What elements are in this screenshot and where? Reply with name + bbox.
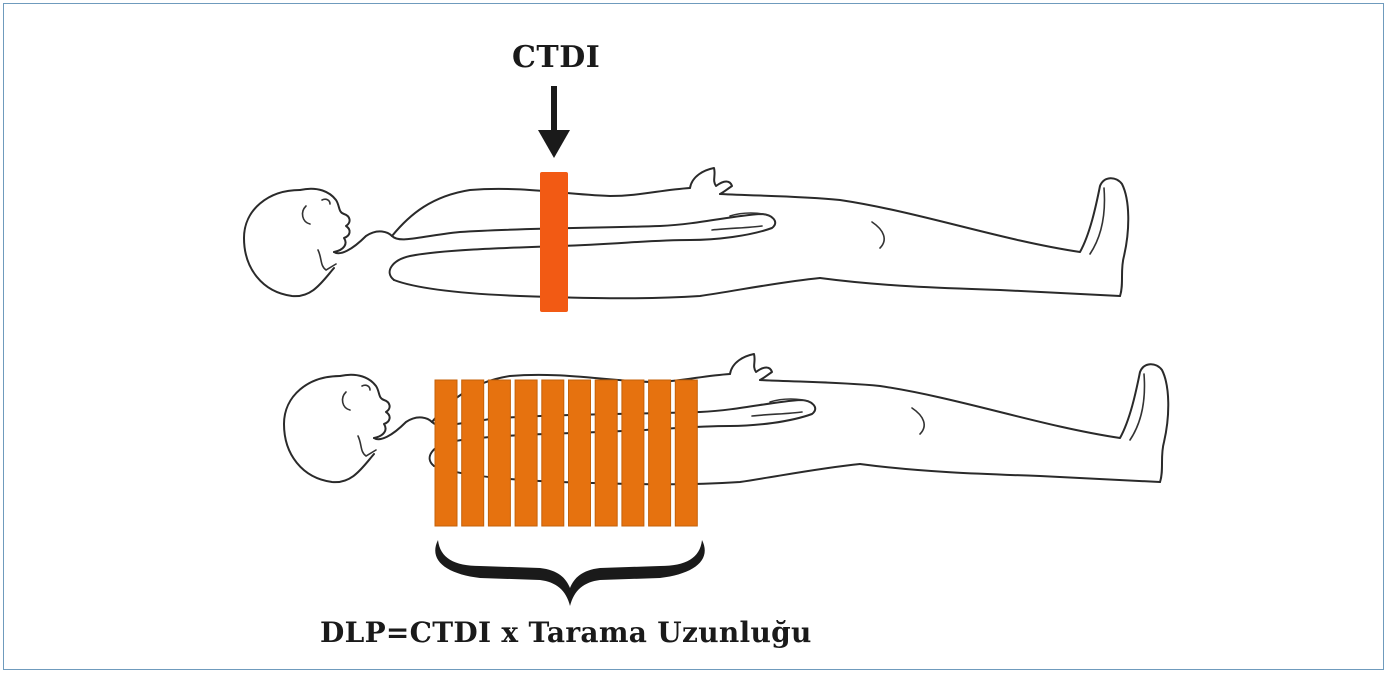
scan-slice bbox=[515, 380, 537, 526]
scan-slices bbox=[435, 380, 697, 526]
scan-slice bbox=[595, 380, 617, 526]
scan-slice bbox=[542, 380, 564, 526]
scan-slice bbox=[675, 380, 697, 526]
scan-length-brace bbox=[435, 540, 705, 606]
scan-slice bbox=[649, 380, 671, 526]
scan-slice bbox=[488, 380, 510, 526]
scan-slice bbox=[462, 380, 484, 526]
scan-slice bbox=[622, 380, 644, 526]
bottom-patient bbox=[284, 354, 1168, 484]
dlp-formula: DLP=CTDI x Tarama Uzunluğu bbox=[320, 616, 812, 649]
scan-slice bbox=[569, 380, 591, 526]
ctdi-arrow bbox=[538, 86, 570, 158]
ctdi-dose-band bbox=[540, 172, 568, 312]
top-patient bbox=[244, 168, 1128, 298]
scan-slice bbox=[435, 380, 457, 526]
